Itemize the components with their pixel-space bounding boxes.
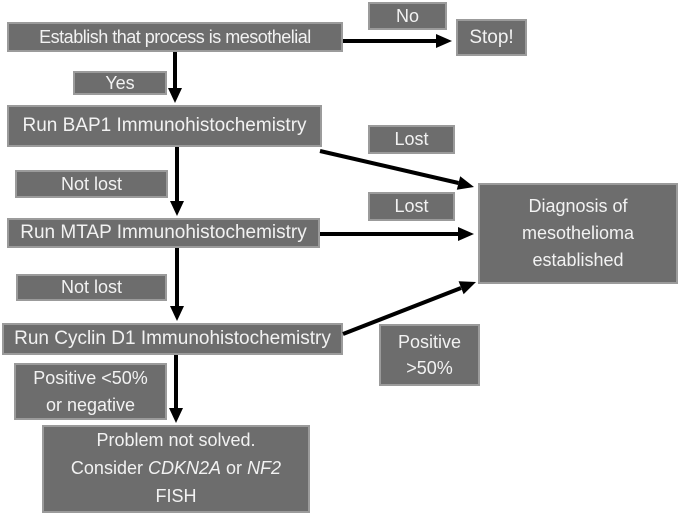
node-stop: Stop! — [456, 19, 527, 56]
node-run-mtap-ihc: Run MTAP Immunohistochemistry — [7, 218, 320, 248]
edge-label-no: No — [368, 2, 447, 30]
edge-label-positive-lt-50: Positive <50% or negative — [14, 363, 167, 420]
node-run-cyclin-d1-ihc: Run Cyclin D1 Immunohistochemistry — [2, 323, 343, 355]
arrow-establish-to-stop — [343, 34, 452, 48]
node-label: Run BAP1 Immunohistochemistry — [22, 115, 307, 137]
edge-label-lost-mtap: Lost — [368, 192, 455, 221]
edge-label-not-lost-bap1: Not lost — [15, 170, 168, 198]
gene-cdkn2a: CDKN2A — [147, 458, 222, 479]
node-problem-not-solved: Problem not solved. Consider CDKN2A or N… — [42, 425, 310, 513]
node-label-line1: Positive <50% — [33, 368, 148, 389]
node-run-bap1-ihc: Run BAP1 Immunohistochemistry — [7, 105, 322, 147]
node-label: Lost — [394, 196, 429, 217]
node-establish-mesothelial: Establish that process is mesothelial — [7, 22, 343, 52]
node-label: Not lost — [60, 173, 123, 194]
edge-label-not-lost-mtap: Not lost — [16, 274, 167, 301]
node-label: Run MTAP Immunohistochemistry — [20, 222, 307, 244]
node-label-line1: Diagnosis of — [528, 196, 628, 216]
node-diagnosis-established: Diagnosis of mesothelioma established — [478, 183, 678, 284]
node-label: Establish that process is mesothelial — [39, 26, 311, 47]
gene-nf2: NF2 — [247, 458, 282, 479]
node-label: Yes — [105, 72, 135, 93]
arrow-mtap-to-diagnosis — [320, 227, 474, 241]
node-label-line2: Consider CDKN2A or NF2 — [71, 455, 281, 483]
node-label-line2: >50% — [406, 358, 453, 378]
node-label: Run Cyclin D1 Immunohistochemistry — [14, 328, 331, 350]
arrow-mtap-to-cyclin — [170, 248, 184, 321]
node-label: Not lost — [60, 277, 123, 298]
node-label-text: or — [226, 458, 243, 479]
node-label: Stop! — [469, 26, 514, 48]
node-label-line1: Positive — [397, 331, 462, 352]
node-label-line1: Problem not solved. — [96, 430, 256, 451]
node-label-line3: FISH — [155, 485, 197, 506]
edge-label-yes: Yes — [73, 71, 167, 95]
arrow-cyclin-to-problem — [169, 355, 183, 423]
node-label-line3: established — [532, 250, 624, 270]
arrow-bap1-to-mtap — [170, 147, 184, 216]
arrow-bap1-to-diagnosis — [319, 149, 474, 190]
node-label-line2: or negative — [45, 394, 136, 415]
edge-label-lost-bap1: Lost — [368, 125, 455, 154]
node-label-line2: mesothelioma — [521, 223, 635, 243]
arrow-establish-to-bap1 — [168, 52, 182, 103]
node-label: Lost — [394, 129, 429, 150]
edge-label-positive-gt-50: Positive >50% — [379, 324, 480, 386]
node-label-text: Consider — [70, 458, 143, 479]
node-label: No — [395, 5, 419, 26]
